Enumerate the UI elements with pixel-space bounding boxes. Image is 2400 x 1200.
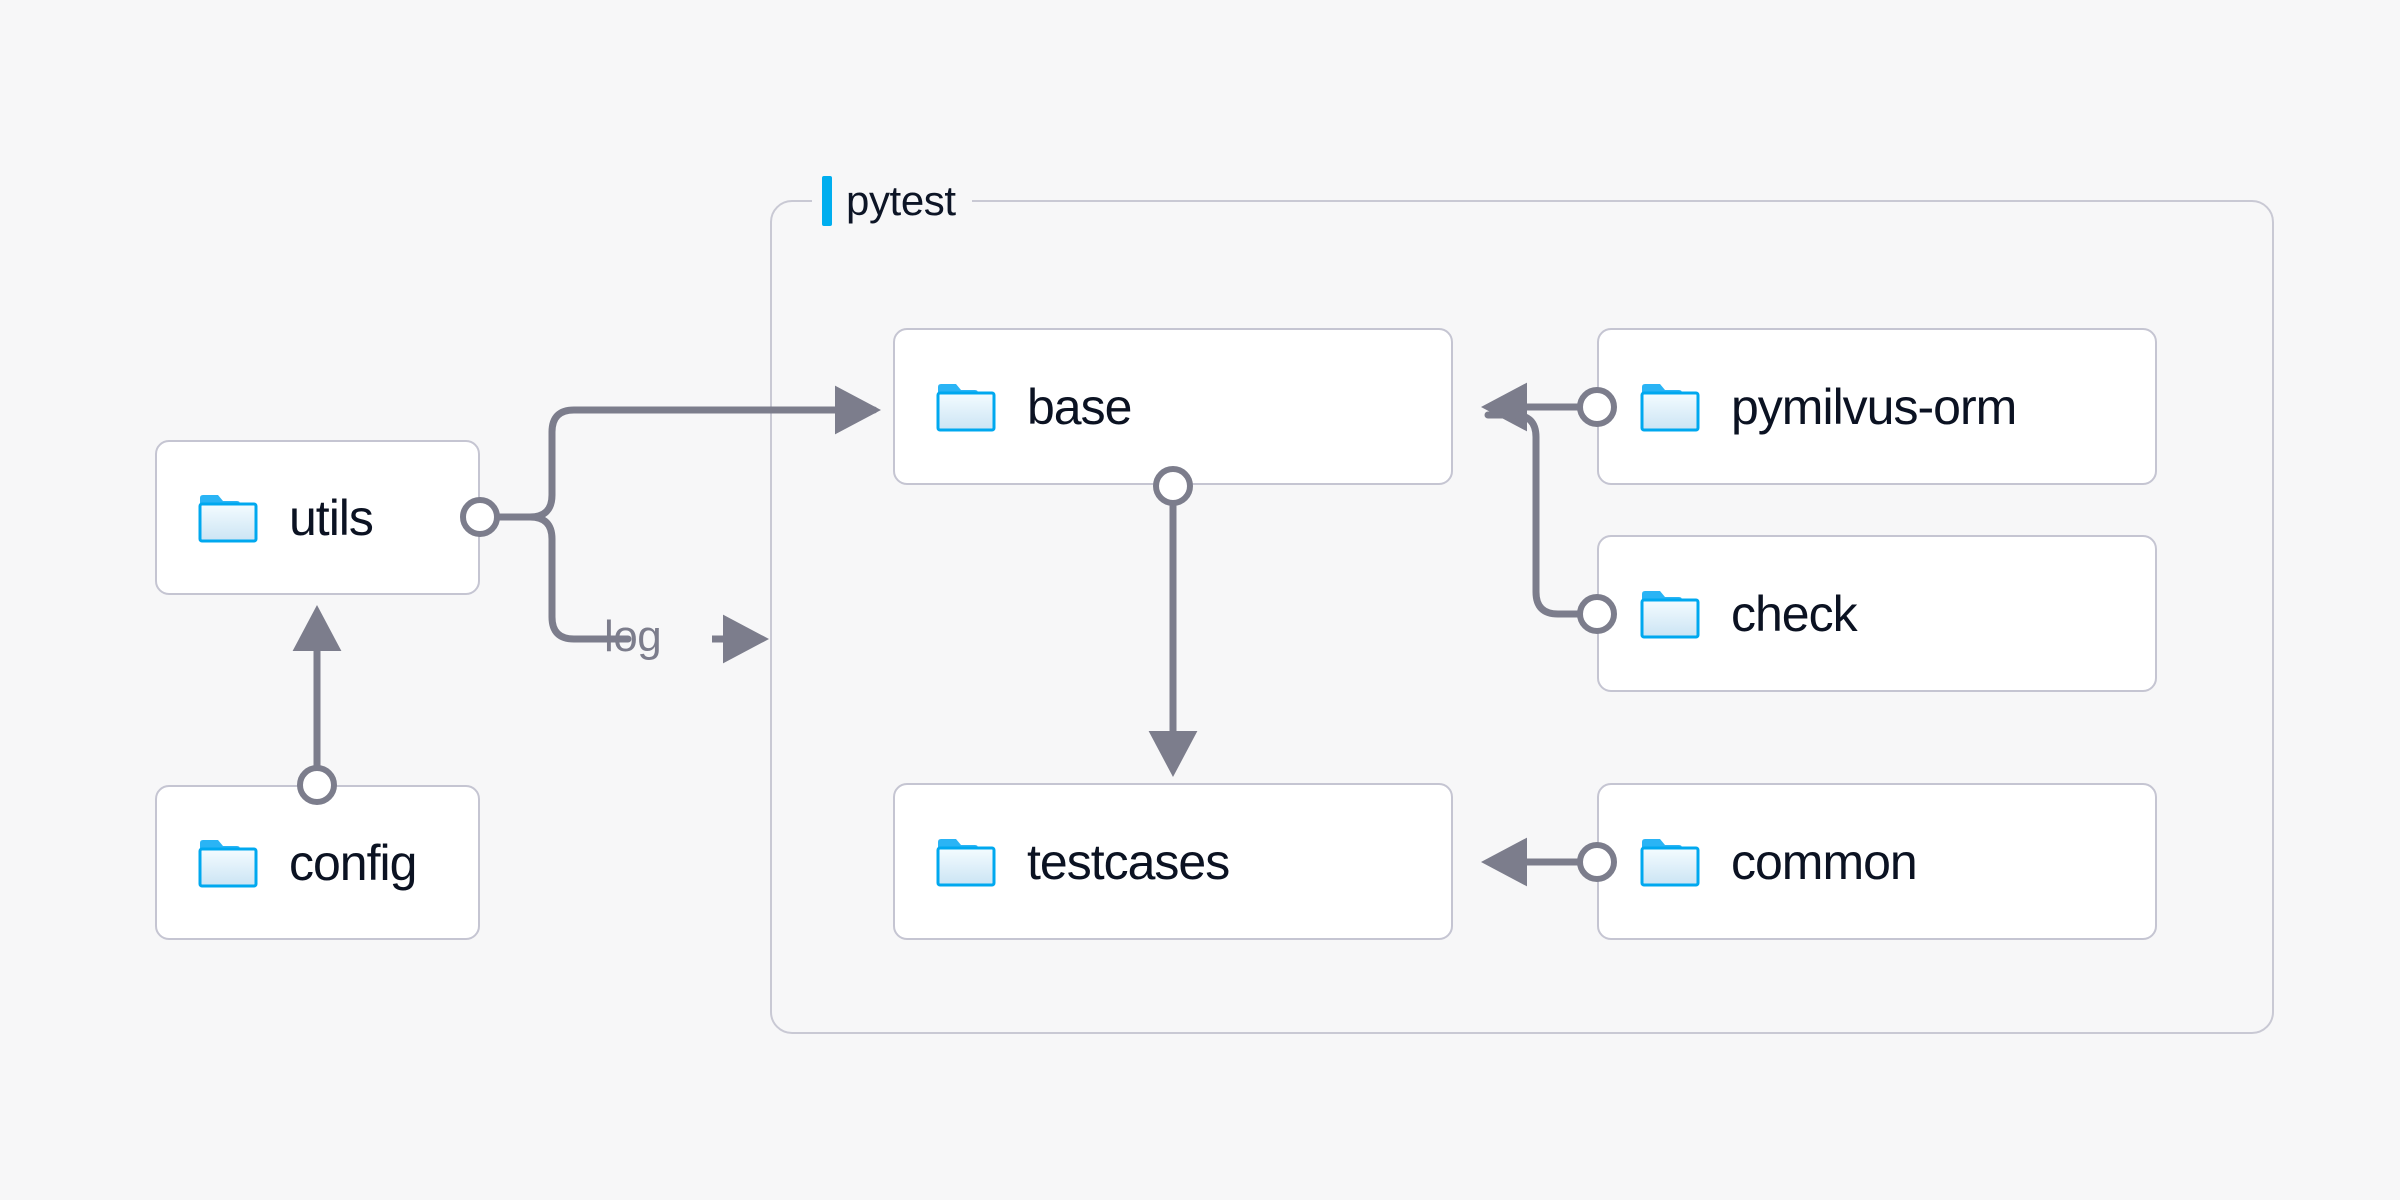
folder-icon [1639, 836, 1701, 888]
accent-bar-icon [822, 176, 832, 226]
port-check-left[interactable] [1577, 594, 1617, 634]
edge-check-to-base [1484, 411, 1584, 618]
port-config-top[interactable] [297, 765, 337, 805]
pytest-group-label-text: pytest [846, 177, 956, 224]
node-check[interactable]: check [1597, 535, 2157, 692]
port-common-left[interactable] [1577, 842, 1617, 882]
folder-icon [1639, 381, 1701, 433]
port-base-bottom[interactable] [1153, 466, 1193, 506]
node-base[interactable]: base [893, 328, 1453, 485]
pytest-group-container [770, 200, 2274, 1034]
folder-icon [197, 492, 259, 544]
node-config[interactable]: config [155, 785, 480, 940]
folder-icon [1639, 588, 1701, 640]
node-utils[interactable]: utils [155, 440, 480, 595]
port-utils-right[interactable] [460, 497, 500, 537]
port-pymilvus-orm-left[interactable] [1577, 387, 1617, 427]
node-label-check: check [1731, 585, 1858, 642]
node-label-base: base [1027, 378, 1132, 435]
node-label-pymilvus-orm: pymilvus-orm [1731, 378, 2017, 435]
node-label-config: config [289, 834, 417, 891]
node-label-common: common [1731, 833, 1918, 890]
folder-icon [935, 836, 997, 888]
edge-utils-to-log [482, 513, 770, 664]
pytest-group-label: pytest [812, 176, 972, 226]
folder-icon [197, 837, 259, 889]
node-testcases[interactable]: testcases [893, 783, 1453, 940]
node-label-utils: utils [289, 489, 374, 546]
folder-icon [935, 381, 997, 433]
node-label-testcases: testcases [1027, 833, 1230, 890]
edge-label-log: log [604, 612, 662, 661]
